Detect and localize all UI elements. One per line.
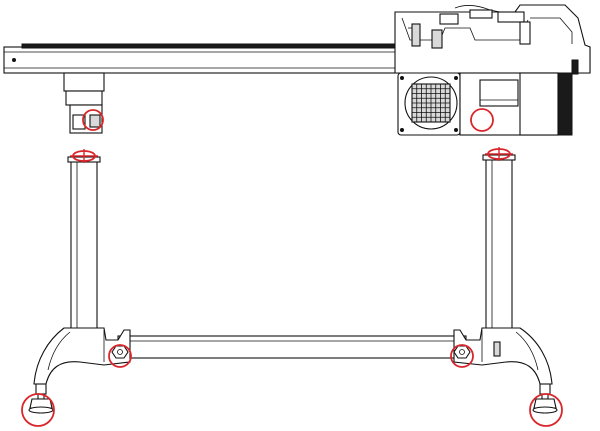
printer-side-block bbox=[459, 59, 579, 136]
callout-circle-left-crossbar-bolt bbox=[108, 344, 132, 368]
motor-fan bbox=[397, 72, 461, 136]
right-crossbar-bolt bbox=[453, 345, 471, 359]
cross-bar bbox=[117, 335, 467, 359]
left-leg bbox=[70, 159, 98, 331]
left-leveler-foot bbox=[28, 393, 54, 414]
callout-circle-right-crossbar-bolt bbox=[450, 344, 474, 368]
stand-assembly bbox=[28, 154, 558, 414]
callout-circle-right-leveler bbox=[529, 393, 563, 427]
printer-head-housing bbox=[394, 4, 591, 74]
callout-circle-printer-right-screw bbox=[470, 108, 494, 132]
right-foot-base bbox=[453, 327, 553, 395]
callout-circle-left-leveler bbox=[21, 393, 55, 427]
right-leveler-foot bbox=[532, 393, 558, 414]
callout-circle-printer-left-screw bbox=[82, 109, 104, 131]
callout-markers bbox=[21, 108, 563, 427]
right-leg bbox=[485, 157, 513, 331]
callout-crosshair-left-leg-top bbox=[70, 149, 98, 163]
printer-left-mount bbox=[63, 72, 105, 134]
left-crossbar-bolt bbox=[111, 345, 129, 359]
left-foot-base bbox=[33, 327, 131, 395]
paper-rail bbox=[21, 43, 403, 49]
printer-unit bbox=[3, 4, 591, 136]
callout-crosshair-right-leg-top bbox=[485, 147, 513, 161]
